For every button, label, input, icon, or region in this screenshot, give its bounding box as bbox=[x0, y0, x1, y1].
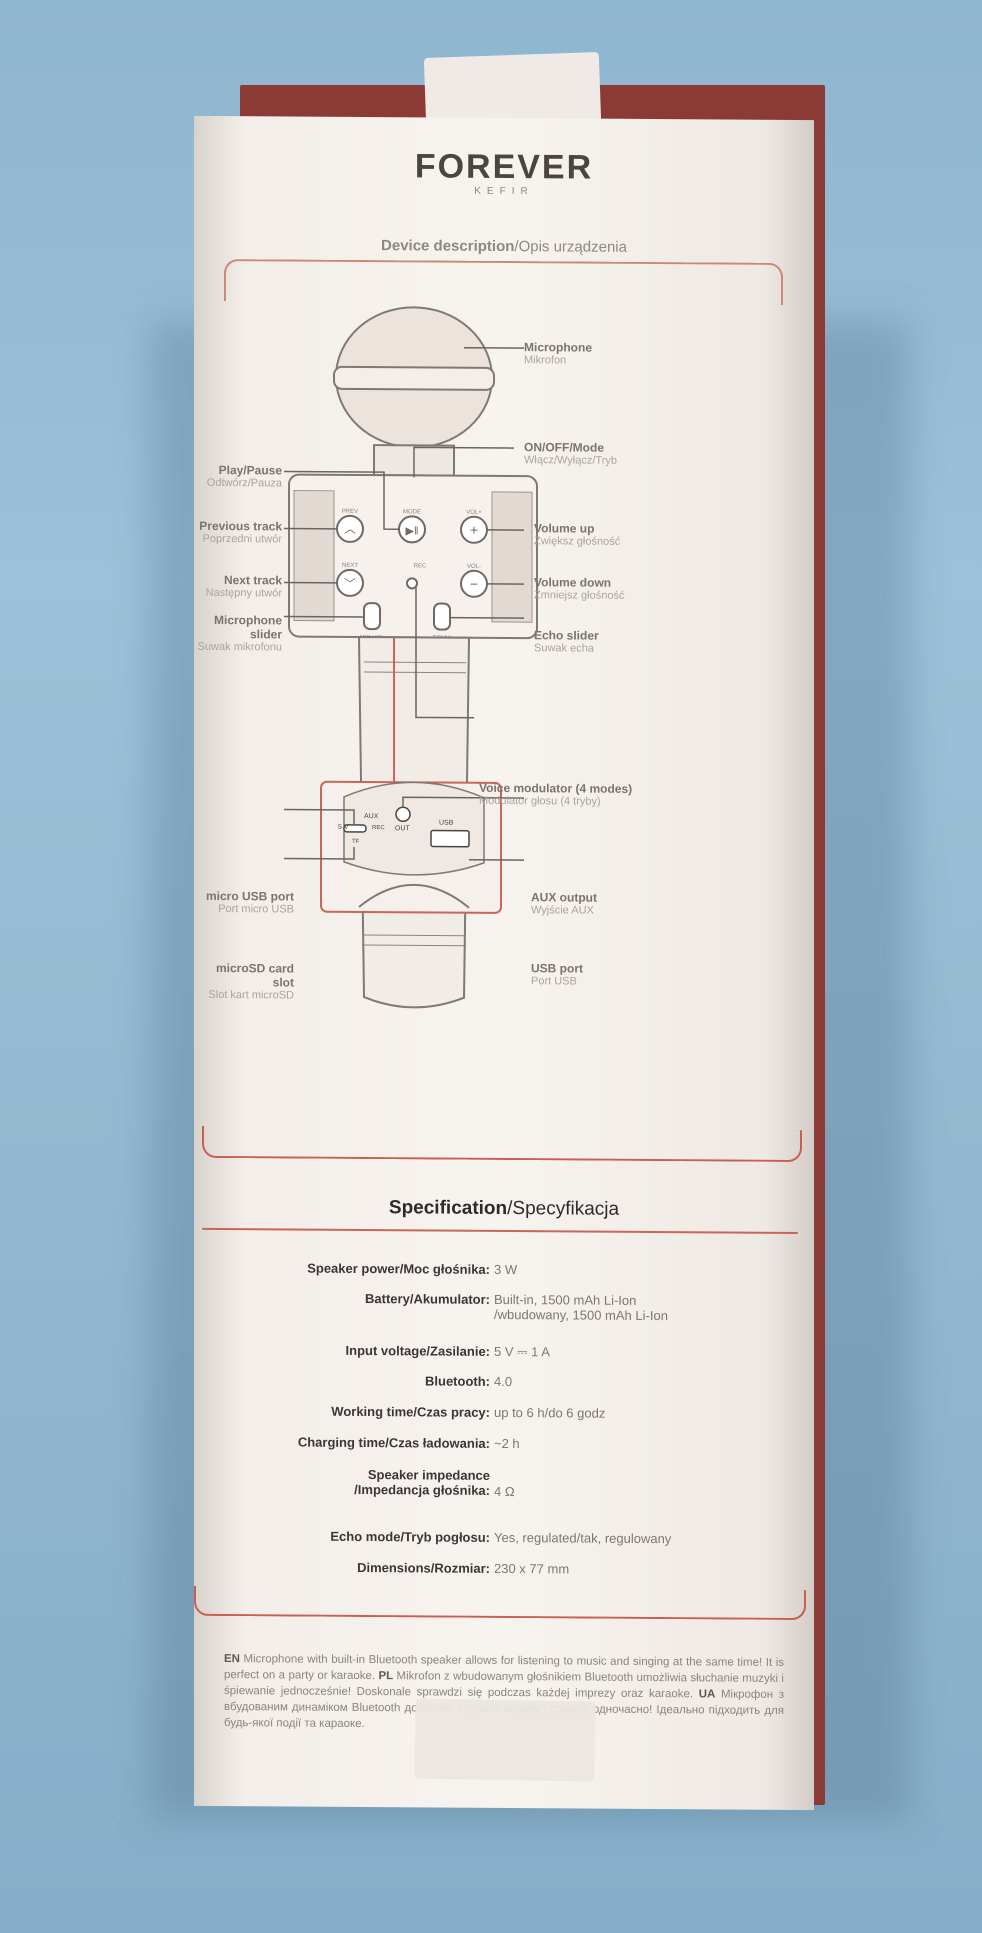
svg-text:5 V: 5 V bbox=[338, 824, 349, 831]
svg-text:+: + bbox=[470, 522, 478, 538]
left-speaker-grille bbox=[293, 490, 335, 622]
spec-section-title: Specification/Specyfikacja bbox=[388, 1197, 620, 1220]
svg-text:VOL-: VOL- bbox=[467, 564, 481, 570]
svg-text:▶‖: ▶‖ bbox=[405, 525, 418, 537]
packaging-card: FOREVER KEFIR Device description/Opis ur… bbox=[194, 115, 814, 1811]
callout-voice-modulator: Voice modulator (4 modes)Modulator głosu… bbox=[479, 780, 633, 808]
top-flap bbox=[423, 51, 602, 129]
svg-text:TF: TF bbox=[352, 839, 360, 845]
svg-text:OUT: OUT bbox=[395, 825, 410, 832]
device-section-brace-bottom bbox=[202, 1125, 802, 1163]
svg-text:USB: USB bbox=[439, 820, 454, 827]
spec-brace-top bbox=[202, 1227, 798, 1235]
spec-row: Battery/Akumulator:Built-in, 1500 mAh Li… bbox=[365, 1291, 668, 1324]
svg-text:MODE: MODE bbox=[403, 509, 421, 515]
svg-text:−: − bbox=[470, 576, 478, 592]
spec-brace-bottom bbox=[194, 1585, 806, 1621]
svg-text:AUX: AUX bbox=[364, 813, 379, 820]
spec-row: Echo mode/Tryb pogłosu:Yes, regulated/ta… bbox=[330, 1528, 672, 1547]
rec-button bbox=[406, 577, 418, 590]
microphone-diagram: ︿ ▶‖ + ﹀ − PREV MODE VOL+ NEXT REC VOL- … bbox=[284, 306, 538, 1009]
aux-jack bbox=[395, 806, 411, 823]
svg-text:PREV: PREV bbox=[342, 509, 358, 515]
micro-usb-port bbox=[343, 824, 367, 833]
right-speaker-grille bbox=[491, 491, 533, 623]
spec-row: Speaker impedance/Impedancja głośnika:4 … bbox=[354, 1467, 515, 1500]
mic-slider-knob bbox=[363, 602, 381, 631]
spec-row: Dimensions/Rozmiar:230 x 77 mm bbox=[357, 1559, 570, 1577]
spec-row: Working time/Czas pracy:up to 6 h/do 6 g… bbox=[331, 1403, 606, 1421]
svg-text:NEXT: NEXT bbox=[342, 563, 358, 569]
svg-text:REC: REC bbox=[372, 825, 385, 831]
mic-ring bbox=[333, 365, 495, 391]
spec-row: Charging time/Czas ładowania:~2 h bbox=[297, 1434, 520, 1452]
echo-slider-knob bbox=[433, 602, 451, 631]
svg-text:VOL+: VOL+ bbox=[466, 510, 482, 516]
bottom-flap bbox=[414, 1698, 596, 1782]
spec-row: Speaker power/Moc głośnika:3 W bbox=[307, 1260, 518, 1278]
spec-row: Bluetooth:4.0 bbox=[425, 1373, 513, 1390]
svg-text:REC: REC bbox=[414, 563, 427, 569]
usb-port bbox=[430, 829, 470, 848]
spec-row: Input voltage/Zasilanie:5 V ⎓ 1 A bbox=[345, 1342, 550, 1360]
svg-text:﹀: ﹀ bbox=[344, 577, 356, 591]
svg-text:︿: ︿ bbox=[344, 522, 356, 536]
